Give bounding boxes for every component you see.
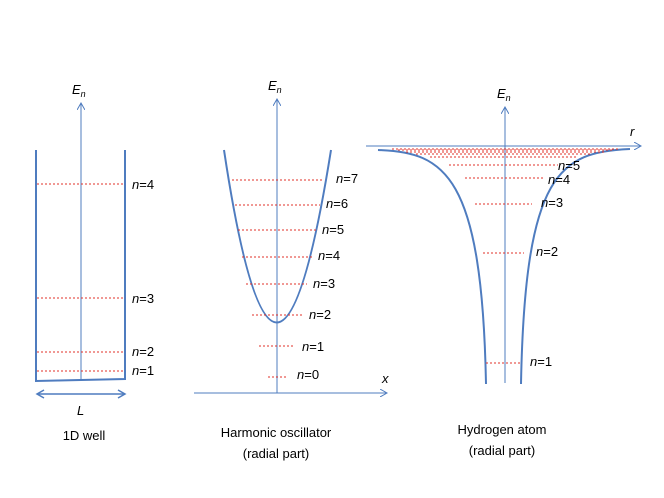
harmonic-level-lines [232, 179, 324, 378]
well-level-label-4: n=4 [132, 177, 154, 192]
hydrogen-level-lines [392, 148, 620, 364]
well-axis-label: En [72, 82, 86, 99]
harmonic-level-label-5: n=5 [322, 222, 344, 237]
well-width-arrow-right-head [117, 389, 127, 399]
well-walls [35, 150, 126, 383]
hydrogen-level-label-1: n=1 [530, 354, 552, 369]
well-level-label-2: n=2 [132, 344, 154, 359]
harmonic-level-label-6: n=6 [326, 196, 348, 211]
harmonic-level-label-0: n=0 [297, 367, 319, 382]
hydrogen-caption-line2: (radial part) [469, 443, 535, 458]
hydrogen-level-label-2: n=2 [536, 244, 558, 259]
panel-hydrogen-atom: En r n=1 n=2 n=3 n=4 n=5 Hydrogen atom (… [366, 86, 640, 458]
well-level-label-1: n=1 [132, 363, 154, 378]
hydrogen-axis-label: En [497, 86, 511, 103]
harmonic-level-label-7: n=7 [336, 171, 358, 186]
hydrogen-caption-line1: Hydrogen atom [458, 422, 547, 437]
harmonic-level-label-4: n=4 [318, 248, 340, 263]
well-caption: 1D well [63, 428, 106, 443]
harmonic-caption-line2: (radial part) [243, 446, 309, 461]
hydrogen-level-label-5: n=5 [558, 158, 580, 173]
harmonic-level-label-1: n=1 [302, 339, 324, 354]
well-width-label: L [77, 403, 84, 418]
well-width-arrow-left-head [35, 389, 45, 399]
harmonic-level-label-2: n=2 [309, 307, 331, 322]
well-level-label-3: n=3 [132, 291, 154, 306]
hydrogen-level-label-3: n=3 [541, 195, 563, 210]
harmonic-potential-curve [223, 149, 332, 324]
panel-harmonic-oscillator: En x n=0 n=1 n=2 n=3 n=4 n=5 n=6 n=7 Har… [194, 78, 389, 461]
well-level-lines [37, 183, 124, 372]
harmonic-x-label: x [381, 371, 389, 386]
panel-1d-well: En n=1 n=2 n=3 n=4 L 1D well [35, 82, 154, 443]
harmonic-level-label-3: n=3 [313, 276, 335, 291]
harmonic-axis-label: En [268, 78, 282, 95]
hydrogen-potential-right [520, 148, 631, 385]
hydrogen-level-label-4: n=4 [548, 172, 570, 187]
harmonic-caption-line1: Harmonic oscillator [221, 425, 332, 440]
hydrogen-r-label: r [630, 124, 635, 139]
hydrogen-potential-left [377, 149, 487, 385]
